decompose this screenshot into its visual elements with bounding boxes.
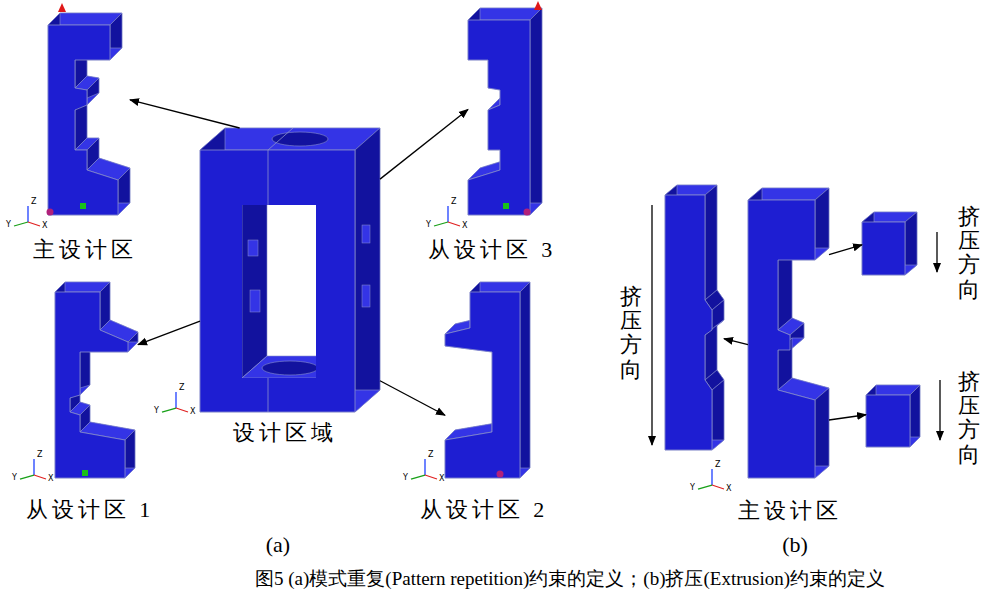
part-label: 从设计区 2 [420,497,549,523]
panel-label: (b) [782,532,808,558]
axis-label: Z [428,451,433,459]
extruded-piece: 挤压方向 [862,212,917,275]
axis-label: Y [154,407,159,415]
slave-design-part [468,8,542,215]
direction-label: 挤压方向 [620,285,642,382]
design-part: 设计区域 [200,128,380,412]
marker-symbol [47,209,54,216]
extruded-piece [862,212,917,275]
design-part: 主设计区 [748,188,829,478]
axis-triad [434,206,460,226]
main-design-part [48,13,130,215]
axis-label: Y [403,474,408,482]
part-label: 从设计区 1 [26,497,155,523]
slave-design-part [55,282,138,478]
part-label: 主设计区 [33,237,137,263]
direction-label: 挤压方向 [958,370,980,467]
arrow-connector [380,381,445,416]
design-part: 从设计区 2 [445,282,530,478]
design-part: 从设计区 3 [468,8,542,215]
arrow-connector [724,339,748,345]
main-design-part [748,188,829,478]
direction-label: 挤压方向 [958,205,980,302]
axis-triad [411,459,437,479]
axis-label: Z [451,198,456,206]
marker-symbol [524,209,531,216]
arrow-connector [829,415,866,420]
marker-symbol [503,203,509,209]
axis-label: Z [715,461,720,469]
slave-design-part [445,282,530,478]
design-region-block [200,128,380,412]
axis-label: X [726,485,731,493]
axis-label: X [439,475,444,483]
marker-symbol [534,1,542,10]
axis-label: Z [179,384,184,392]
panel-label: (a) [266,532,290,558]
axis-triad [162,392,188,412]
axis-triad [698,469,724,489]
part-label: 从设计区 3 [428,237,557,263]
extruded-piece [665,185,724,450]
axis-label: Y [6,221,11,229]
axis-label: Y [12,474,17,482]
extruded-piece: 挤压方向 [665,185,724,450]
axis-triad [14,206,40,226]
axis-label: Z [31,198,36,206]
part-label: 主设计区 [738,498,842,524]
marker-symbol [497,471,504,478]
extruded-piece: 挤压方向 [866,385,920,447]
axis-label: X [190,408,195,416]
direction-arrow [939,380,940,440]
arrow-connector [829,245,862,255]
direction-arrow [936,232,937,272]
axis-label: X [462,222,467,230]
axis-label: Y [690,484,695,492]
axis-triad [20,459,46,479]
part-label: 设计区域 [233,420,337,446]
design-part: 从设计区 1 [55,282,138,478]
extruded-piece [866,385,920,447]
marker-symbol [82,470,88,476]
axis-label: Z [37,451,42,459]
axis-label: X [42,222,47,230]
design-part: 主设计区 [48,13,130,215]
arrow-connector [138,321,200,345]
arrow-connector [130,100,240,128]
direction-arrow [651,205,652,445]
marker-symbol [58,3,66,12]
marker-symbol [80,203,86,209]
axis-label: X [48,475,53,483]
axis-label: Y [426,221,431,229]
arrow-connector [380,109,468,179]
figure-caption: 图5 (a)模式重复(Pattern repetition)约束的定义；(b)挤… [255,568,885,591]
